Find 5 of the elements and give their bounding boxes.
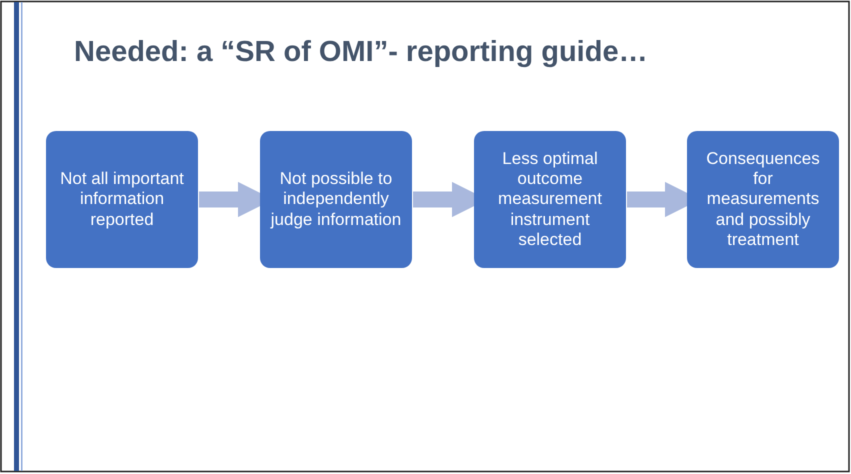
process-box: Not possible to independently judge information xyxy=(260,131,412,268)
process-box: Not all important information reported xyxy=(46,131,198,268)
slide-title: Needed: a “SR of OMI”- reporting guide… xyxy=(74,36,648,69)
process-box: Consequences for measurements and possibly treatment xyxy=(687,131,839,268)
process-box: Less optimal outcome measurement instrument selected xyxy=(474,131,626,268)
